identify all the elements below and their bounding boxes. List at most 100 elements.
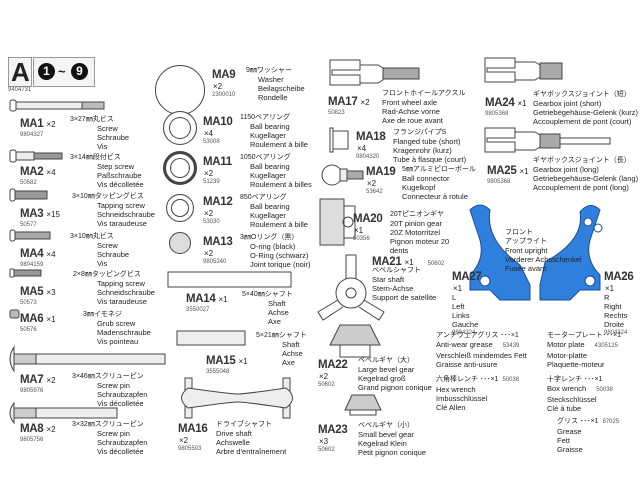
part-quantity: ×1 [517,99,527,108]
part-code: 9805976 [20,388,44,394]
accessory-name-jp: グリス ･･･×1 [557,418,599,425]
part-number: MA9 [212,69,236,81]
part-translation: Paßschraube [97,171,142,180]
part-name-jp: 20Tピニオンギヤ [390,211,445,218]
part-translation: Ball connector [402,174,450,183]
part-translation: Vis [97,259,108,268]
part-name-jp: 3㎜Oリング（黒） [240,234,299,241]
part-translation: Vis décolletée [97,180,144,189]
part-code: 9805240 [203,259,227,265]
accessory-name-jp: 十字レンチ ･･･×1 [547,376,603,383]
upright-fr: Fusée avant [505,264,547,273]
part-quantity: ×1 [46,315,56,324]
ball-connector-ma19-drawing [321,164,364,186]
part-translation: Rad-Achse vorne [382,107,440,116]
part-translation: Schraube [97,250,130,259]
bearing-ma11-drawing [163,151,197,185]
part-translation: Rechts [604,311,628,320]
accessory-code: 87025 [602,419,620,425]
part-translation: Arbre d'entraînement [216,447,287,456]
ma13-description: 3㎜Oリング（黒）O-ring (black)O-Ring (schwarz)J… [240,233,310,269]
accessory-code: 50038 [596,387,613,393]
screw-ma4-drawing [9,229,51,242]
part-translation: Screw [97,124,118,133]
accessory-translation: Graisse [557,445,583,454]
part-translation: Kugelkopf [402,183,436,192]
part-translation: Schraube [97,133,130,142]
upright-en: Front upright [505,246,548,255]
part-number: MA3 [20,208,44,220]
part-number: MA14 [186,293,216,305]
part-translation: Tube à flasque (court) [393,155,467,164]
part-translation: Grand pignon conique [358,383,432,392]
part-name-jp: ベベルギヤ（小） [358,422,414,429]
part-translation: Kugellager [250,171,286,180]
part-number: MA18 [356,131,386,143]
part-translation: Left [452,302,465,311]
part-code: 50602 [427,261,445,267]
star-shaft-ma21-drawing [317,254,385,321]
accessory-translation: Hex wrench [436,385,476,394]
part-translation: Shaft [282,340,300,349]
part-code: 53008 [203,139,220,145]
shaft-ma15-drawing [176,330,246,346]
part-translation: Right [604,302,622,311]
accessory-name-jp: 六角棒レンチ ･･･×1 [436,376,499,383]
part-translation: Links [452,311,470,320]
part-translation: Petit pignon conique [358,448,426,457]
part-name-jp: 5×40㎜シャフト [242,291,293,298]
part-translation: dents [390,246,409,255]
part-name-jp: 3×14㎜段付ビス [70,154,121,161]
part-code: 9804324 [452,330,476,336]
part-code: 50577 [20,222,37,228]
accessory-code: 53439 [502,343,520,349]
part-translation: Screw pin [97,381,130,390]
part-translation: Beilagscheibe [258,84,305,93]
part-translation: Large bevel gear [358,365,415,374]
bag-letter: A [11,57,30,87]
part-quantity: ×3 [319,437,329,446]
part-code: 9804327 [20,132,44,138]
accessory-translation: Fett [557,436,570,445]
part-quantity: ×4 [46,250,56,259]
o-ring-ma13-drawing [169,232,191,254]
ma25-description: ギヤボックスジョイント（長）Gearbox joint (long)Getrie… [533,156,638,192]
part-number: MA26 [604,271,634,283]
part-translation: Schraubzapfen [97,438,148,447]
part-code: 50582 [20,180,37,186]
part-number: MA4 [20,248,44,260]
part-name-jp: フランジパイプS [393,129,447,136]
part-name-jp: ギヤボックスジョイント（長） [533,157,631,164]
part-quantity: ×1 [605,284,615,293]
part-quantity: ×1 [354,226,364,235]
accessory-name-jp: アンチウェアグリス ･･･×1 [436,332,519,339]
screw-ma3-drawing [9,188,48,202]
part-name-jp: 5×21㎜シャフト [256,332,307,339]
step-range-box: 1 ~ 9 [33,57,95,87]
accessory-translation: Verschleiß mindemdes Fett [436,351,527,360]
flanged-tube-ma18-drawing [329,127,349,153]
part-translation: Roulement à bille [250,140,308,149]
part-name-jp: フロントホイールアクスル [382,90,466,97]
part-translation: Getriebegehäuse-Gelenk (lang) [533,174,639,183]
part-code: 9805368 [485,111,509,117]
part-number: MA5 [20,286,44,298]
